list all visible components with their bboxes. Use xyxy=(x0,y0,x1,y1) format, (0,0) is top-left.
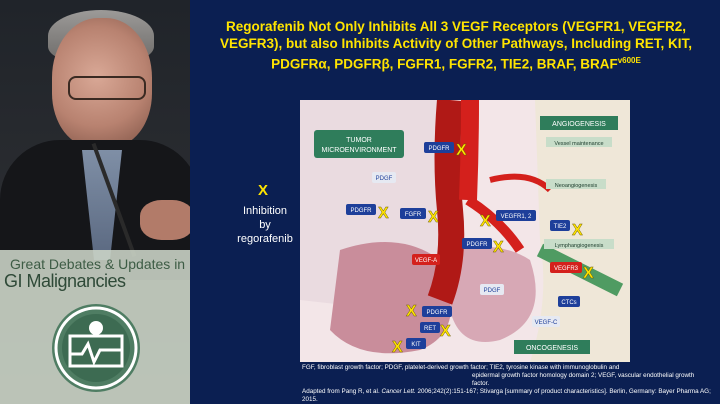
vessel-maintenance-label: Vessel maintenance xyxy=(554,141,603,147)
fgfr-label: FGFR xyxy=(405,212,422,218)
pdgfr-bottom-box xyxy=(422,306,452,317)
footnote: FGF, fibroblast growth factor; PDGF, pla… xyxy=(302,364,712,404)
pdgfr-bottom-label: PDGFR xyxy=(427,310,449,316)
pdgf-left-box xyxy=(372,172,396,183)
slide-title: Regorafenib Not Only Inhibits All 3 VEGF… xyxy=(200,18,712,73)
footnote-line-2: epidermal growth factor homology domain … xyxy=(472,372,695,387)
vegfr12-box xyxy=(496,210,536,221)
pdgfr-top-label: PDGFR xyxy=(429,146,451,152)
x-mark-vegfr3: X xyxy=(583,265,594,282)
footnote-line-3: Adapted from Pang R, et al. Cancer Lett.… xyxy=(302,388,712,404)
fgfr-box xyxy=(400,208,426,219)
pdgfr-mid-box xyxy=(462,238,492,249)
angiogenesis-label: ANGIOGENESIS xyxy=(552,121,606,128)
vegf-c-label: VEGF-C xyxy=(535,320,558,326)
x-mark-pdgfr-bottom: X xyxy=(406,303,417,320)
speaker-hand xyxy=(140,200,194,240)
x-mark-ret: X xyxy=(440,323,451,340)
pdgfr-left-box xyxy=(346,204,376,215)
logo-line-2: GI Malignancies xyxy=(4,271,126,291)
ctcs-label: CTCs xyxy=(561,300,576,306)
pdgfr-top-box xyxy=(424,142,454,153)
lymphangiogenesis-box xyxy=(544,239,614,249)
ret-label: RET xyxy=(424,326,436,332)
speaker-glasses xyxy=(68,76,146,100)
legend-x-mark: X xyxy=(258,182,269,199)
ret-box xyxy=(420,322,440,333)
pdgfr-mid-label: PDGFR xyxy=(467,242,489,248)
vegf-c-box xyxy=(532,316,560,327)
neoangiogenesis-box xyxy=(546,179,606,189)
tie2-label: TIE2 xyxy=(554,224,567,230)
inhibition-marks: X X X X X X X X X X xyxy=(378,142,594,356)
pdgfr-left-label: PDGFR xyxy=(351,208,373,214)
tumor-label-line-2: MICROENVIRONMENT xyxy=(321,147,397,154)
kit-label: KIT xyxy=(411,342,421,348)
lymphangiogenesis-label: Lymphangiogenesis xyxy=(555,243,604,249)
vegfr3-label: VEGFR3 xyxy=(554,266,579,272)
presentation-slide: Regorafenib Not Only Inhibits All 3 VEGF… xyxy=(190,0,720,404)
tie2-box xyxy=(550,220,570,231)
x-mark-pdgfr-left: X xyxy=(378,205,389,222)
neoangiogenesis-label: Neoangiogenesis xyxy=(555,183,598,189)
angiogenesis-label-box xyxy=(540,116,618,130)
legend-line-2: by xyxy=(259,219,271,231)
pdgf-mid-label: PDGF xyxy=(484,288,501,294)
footnote-citation-start: Adapted from Pang R, et al. xyxy=(302,388,382,395)
vegfr3-box xyxy=(550,262,582,273)
vegf-a-label: VEGF-A xyxy=(415,258,437,264)
pdgf-mid-box xyxy=(480,284,504,295)
tumor-label-box xyxy=(314,130,404,158)
main-vessel xyxy=(427,100,465,305)
slide-title-text: Regorafenib Not Only Inhibits All 3 VEGF… xyxy=(219,19,693,72)
footnote-line-1: FGF, fibroblast growth factor; PDGF, pla… xyxy=(302,364,620,371)
conference-logo-icon xyxy=(52,304,140,392)
vessel-branch-1 xyxy=(459,100,479,201)
vessel-maintenance-box xyxy=(546,137,612,147)
angiogenesis-region xyxy=(530,100,630,362)
kit-box xyxy=(406,338,426,349)
vessel-branch-2 xyxy=(465,195,525,253)
vegfr12-label: VEGFR1, 2 xyxy=(501,214,532,220)
footnote-citation-end: 2006;242(2):151-167; Stivarga [summary o… xyxy=(302,388,711,403)
x-mark-vegfr12: X xyxy=(480,213,491,230)
oncogenesis-label-box xyxy=(514,340,590,354)
x-mark-fgfr: X xyxy=(428,209,439,226)
tumor-label-line-1: TUMOR xyxy=(346,137,372,144)
legend-text: Inhibition by regorafenib xyxy=(230,204,300,246)
x-mark-tie2: X xyxy=(572,222,583,239)
ctcs-box xyxy=(558,296,580,307)
vegf-a-box xyxy=(412,254,440,265)
legend-line-1: Inhibition xyxy=(242,205,288,217)
pdgf-left-label: PDGF xyxy=(376,176,393,182)
x-mark-kit: X xyxy=(392,339,403,356)
oncogenesis-label: ONCOGENESIS xyxy=(526,345,578,352)
pathway-diagram: TUMOR MICROENVIRONMENT ANGIOGENESIS Vess… xyxy=(300,100,630,362)
x-mark-pdgfr-top: X xyxy=(456,142,467,159)
logo-line-1: Great Debates & Updates in xyxy=(10,256,186,272)
x-mark-pdgfr-mid: X xyxy=(493,239,504,256)
legend-line-3: regorafenib xyxy=(237,233,293,245)
footnote-journal: Cancer Lett. xyxy=(381,388,416,395)
slide-title-superscript: v600E xyxy=(617,56,641,65)
